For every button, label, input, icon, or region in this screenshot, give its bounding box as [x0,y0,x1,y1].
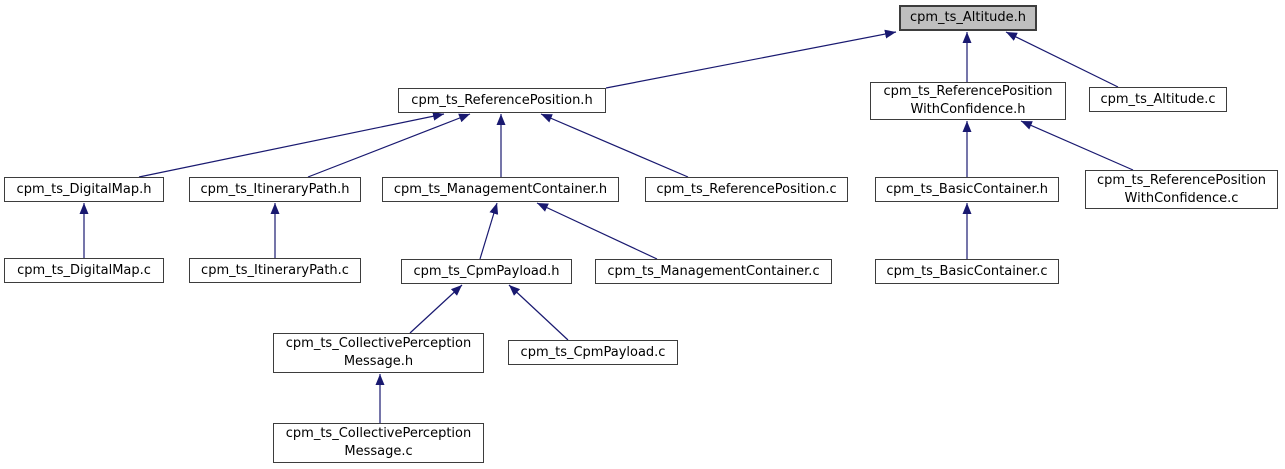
node-cpm-ts-digitalmap-c[interactable]: cpm_ts_DigitalMap.c [4,258,164,283]
node-cpm-ts-itinerarypath-c[interactable]: cpm_ts_ItineraryPath.c [189,258,361,283]
node-cpm-ts-collectiveperceptionmessage-h[interactable]: cpm_ts_CollectivePerception Message.h [273,333,484,373]
edge-cpmpayload-h-to-managementcontainer-h [479,202,499,260]
node-cpm-ts-referencepositionwithconfidence-h[interactable]: cpm_ts_ReferencePosition WithConfidence.… [870,82,1066,120]
edge-managementcontainer-c-to-managementcontainer-h [536,202,658,260]
node-cpm-ts-managementcontainer-c[interactable]: cpm_ts_ManagementContainer.c [595,259,832,284]
node-cpm-ts-referenceposition-h[interactable]: cpm_ts_ReferencePosition.h [398,88,606,113]
node-cpm-ts-basiccontainer-h[interactable]: cpm_ts_BasicContainer.h [875,177,1059,202]
node-cpm-ts-digitalmap-h[interactable]: cpm_ts_DigitalMap.h [4,177,164,202]
edge-cpmpayload-c-to-cpmpayload-h [508,284,569,341]
node-cpm-ts-cpmpayload-h[interactable]: cpm_ts_CpmPayload.h [401,259,572,284]
node-cpm-ts-managementcontainer-h[interactable]: cpm_ts_ManagementContainer.h [382,177,619,202]
node-cpm-ts-cpmpayload-c[interactable]: cpm_ts_CpmPayload.c [508,340,678,365]
edge-referenceposition-c-to-referenceposition-h [540,113,689,178]
node-cpm-ts-referenceposition-c[interactable]: cpm_ts_ReferencePosition.c [645,177,848,202]
edge-refposwithconfidence-c-to-refposwithconfidence-h [1020,120,1134,171]
edge-collectiveperceptionmessage-h-to-cpmpayload-h [409,284,463,334]
node-cpm-ts-altitude-h: cpm_ts_Altitude.h [899,5,1037,31]
node-cpm-ts-itinerarypath-h[interactable]: cpm_ts_ItineraryPath.h [189,177,361,202]
node-cpm-ts-altitude-c[interactable]: cpm_ts_Altitude.c [1089,87,1227,112]
edge-itinerarypath-h-to-referenceposition-h [307,113,471,178]
edge-referenceposition-h-to-altitude-h [605,29,897,89]
node-cpm-ts-collectiveperceptionmessage-c[interactable]: cpm_ts_CollectivePerception Message.c [273,423,484,463]
edge-altitude-c-to-altitude-h [1005,31,1119,88]
edge-digitalmap-h-to-referenceposition-h [138,111,445,178]
node-cpm-ts-basiccontainer-c[interactable]: cpm_ts_BasicContainer.c [875,259,1059,284]
node-cpm-ts-referencepositionwithconfidence-c[interactable]: cpm_ts_ReferencePosition WithConfidence.… [1085,170,1278,209]
